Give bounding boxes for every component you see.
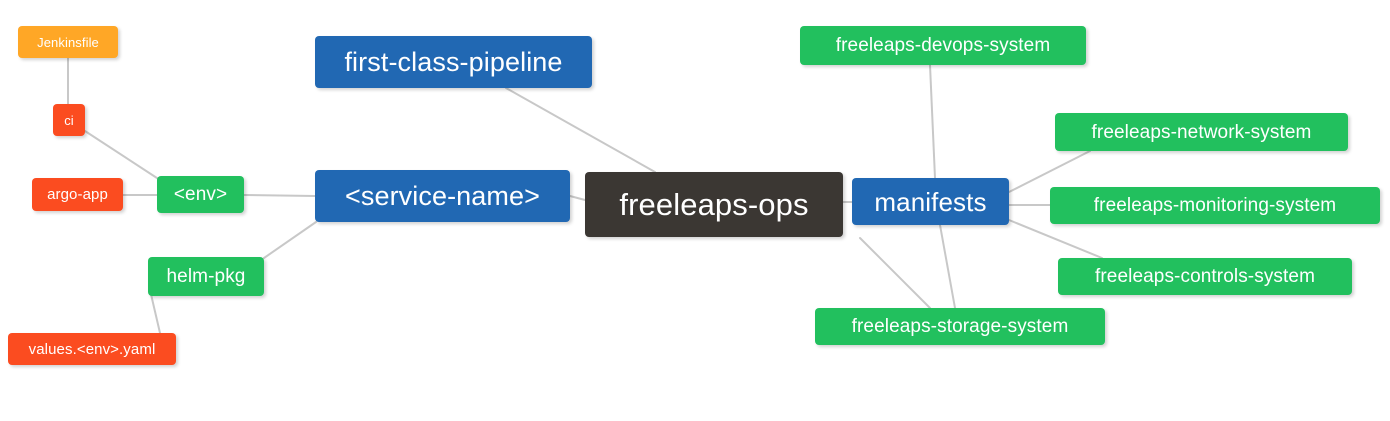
node-freeleaps-ops[interactable]: freeleaps-ops — [585, 172, 843, 237]
node-manifests[interactable]: manifests — [852, 178, 1009, 225]
edge-first-class-pipeline-to-freeleaps-ops — [505, 87, 656, 173]
node-values-env-yaml[interactable]: values.<env>.yaml — [8, 333, 176, 365]
node-first-class-pipeline[interactable]: first-class-pipeline — [315, 36, 592, 88]
edge-manifests-to-freeleaps-devops-system — [929, 64, 936, 179]
node-ci[interactable]: ci — [53, 104, 85, 136]
node-service-name[interactable]: <service-name> — [315, 170, 570, 222]
node-env[interactable]: <env> — [157, 176, 244, 213]
node-freeleaps-storage-system[interactable]: freeleaps-storage-system — [815, 308, 1105, 345]
node-freeleaps-devops-system[interactable]: freeleaps-devops-system — [800, 26, 1086, 65]
node-helm-pkg[interactable]: helm-pkg — [148, 257, 264, 296]
node-jenkinsfile[interactable]: Jenkinsfile — [18, 26, 118, 58]
node-freeleaps-monitoring-system[interactable]: freeleaps-monitoring-system — [1050, 187, 1380, 224]
edge-env-to-service-name — [243, 194, 316, 197]
edge-manifests-to-freeleaps-storage-system — [939, 224, 956, 309]
node-freeleaps-network-system[interactable]: freeleaps-network-system — [1055, 113, 1348, 151]
edge-service-name-to-freeleaps-ops — [569, 195, 586, 201]
edge-helm-pkg-to-values-env-yaml — [149, 289, 161, 334]
edge-manifests-to-freeleaps-network-system — [1008, 150, 1091, 193]
edge-service-name-to-helm-pkg — [263, 221, 317, 259]
edge-freeleaps-ops-to-freeleaps-storage-system — [859, 237, 931, 309]
edge-ci-to-env — [84, 130, 161, 181]
edge-manifests-to-freeleaps-controls-system — [1008, 219, 1103, 259]
node-argo-app[interactable]: argo-app — [32, 178, 123, 211]
node-freeleaps-controls-system[interactable]: freeleaps-controls-system — [1058, 258, 1352, 295]
